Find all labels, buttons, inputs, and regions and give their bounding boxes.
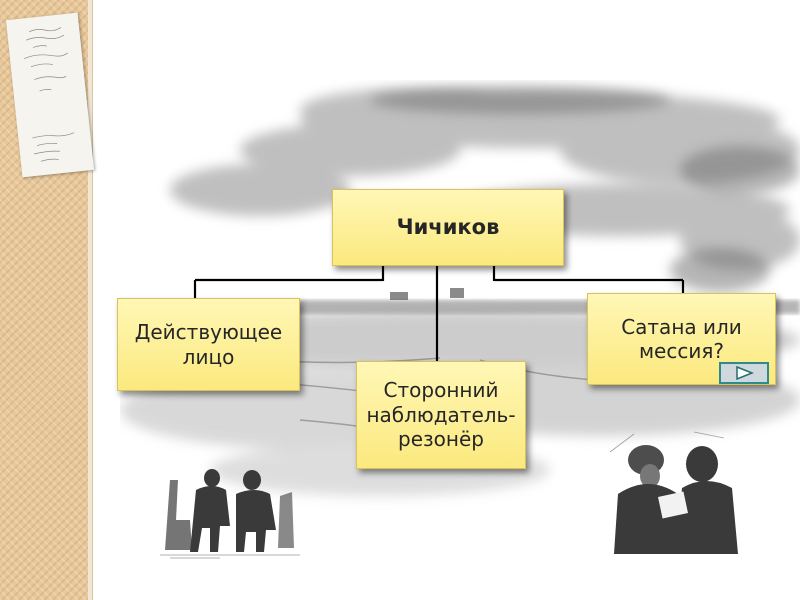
diagram-child-box-left: Действующее лицо [117, 298, 300, 391]
diagram-root-box: Чичиков [332, 189, 564, 266]
side-divider [88, 0, 92, 600]
seated-men-engraving [160, 469, 300, 559]
old-man-with-paper-engraving [609, 431, 738, 554]
child-label-right: Сатана или мессия? [621, 314, 742, 363]
side-divider-line [92, 0, 93, 600]
play-arrow-icon [736, 366, 755, 380]
diagram-child-box-middle: Сторонний наблюдатель- резонёр [356, 361, 526, 469]
root-label: Чичиков [396, 214, 500, 239]
child-label-middle: Сторонний наблюдатель- резонёр [366, 378, 516, 452]
manuscript-page-image [5, 12, 95, 178]
next-slide-button[interactable] [719, 362, 769, 384]
child-label-left: Действующее лицо [134, 320, 283, 369]
